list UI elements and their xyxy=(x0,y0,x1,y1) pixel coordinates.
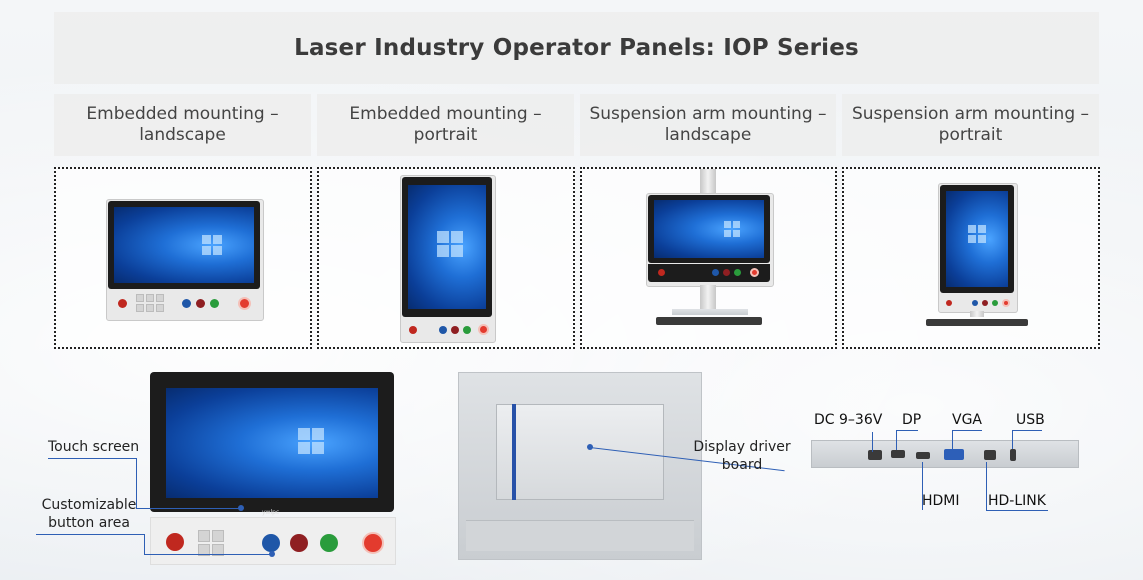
red-button-icon xyxy=(290,534,308,552)
rear-bottom-panel xyxy=(466,520,694,551)
callout-button-area: Customizable button area xyxy=(41,497,137,531)
column-header-arm-landscape: Suspension arm mounting – landscape xyxy=(580,94,836,156)
label-hd-link: HD-LINK xyxy=(988,493,1046,509)
hdmi-port-icon xyxy=(916,452,930,459)
callout-line xyxy=(896,430,918,431)
windows-logo-icon xyxy=(968,225,986,243)
callout-line xyxy=(136,458,137,508)
arm-pole xyxy=(700,169,716,195)
blue-stripe xyxy=(512,404,516,500)
title-bar: Laser Industry Operator Panels: IOP Seri… xyxy=(54,12,1099,84)
keyboard-icon xyxy=(926,319,1028,326)
column-header-arm-portrait: Suspension arm mounting – portrait xyxy=(842,94,1099,156)
callout-line xyxy=(144,534,145,554)
windows-logo-icon xyxy=(298,428,324,454)
key-icon xyxy=(136,304,144,312)
key-icon xyxy=(212,544,224,556)
key-icon xyxy=(146,294,154,302)
brand-logo: ywlpc xyxy=(262,509,280,516)
button-strip xyxy=(648,264,770,282)
emergency-stop-icon xyxy=(478,324,489,335)
red-button-icon xyxy=(658,269,665,276)
image-embedded-landscape xyxy=(54,167,312,349)
label-dp: DP xyxy=(902,412,922,428)
keyboard-icon xyxy=(656,317,762,325)
windows-logo-icon xyxy=(724,221,740,237)
red-button-icon xyxy=(196,299,205,308)
green-button-icon xyxy=(210,299,219,308)
blue-button-icon xyxy=(182,299,191,308)
callout-line xyxy=(872,432,873,452)
arm-pole xyxy=(700,285,716,309)
key-icon xyxy=(136,294,144,302)
emergency-stop-icon xyxy=(362,532,384,554)
green-button-icon xyxy=(320,534,338,552)
callout-line xyxy=(922,462,923,510)
device-screen xyxy=(946,191,1008,287)
callout-line xyxy=(48,458,136,459)
callout-line xyxy=(986,510,1048,511)
red-button-icon xyxy=(451,326,459,334)
column-header-embedded-landscape: Embedded mounting – landscape xyxy=(54,94,311,156)
blue-button-icon xyxy=(712,269,719,276)
dp-port-icon xyxy=(891,450,905,458)
vga-port-icon xyxy=(944,449,964,460)
callout-line xyxy=(896,430,897,450)
image-arm-portrait xyxy=(842,167,1100,349)
windows-logo-icon xyxy=(437,231,463,257)
red-button-icon xyxy=(723,269,730,276)
callout-line xyxy=(144,554,272,555)
device-screen xyxy=(166,388,378,498)
callout-dot xyxy=(238,505,244,511)
arm-pole xyxy=(970,311,984,317)
label-hdmi: HDMI xyxy=(922,493,960,509)
key-icon xyxy=(198,544,210,556)
keyboard-tray xyxy=(672,309,748,315)
callout-dot xyxy=(269,551,275,557)
red-button-icon xyxy=(166,533,184,551)
callout-line xyxy=(952,430,953,449)
red-button-icon xyxy=(118,299,127,308)
page-title: Laser Industry Operator Panels: IOP Seri… xyxy=(294,35,859,61)
key-icon xyxy=(156,304,164,312)
blue-button-icon xyxy=(439,326,447,334)
emergency-stop-icon xyxy=(1002,299,1010,307)
green-button-icon xyxy=(992,300,998,306)
callout-line xyxy=(952,430,982,431)
key-icon xyxy=(156,294,164,302)
dc-port-icon xyxy=(868,450,882,460)
blue-button-icon xyxy=(972,300,978,306)
emergency-stop-icon xyxy=(750,268,759,277)
hd-link-port-icon xyxy=(984,450,996,460)
blue-button-icon xyxy=(262,534,280,552)
label-usb: USB xyxy=(1016,412,1045,428)
key-icon xyxy=(146,304,154,312)
label-vga: VGA xyxy=(952,412,983,428)
device-screen xyxy=(114,207,254,283)
key-icon xyxy=(212,530,224,542)
callout-line xyxy=(36,534,144,535)
callout-line xyxy=(136,508,241,509)
emergency-stop-icon xyxy=(238,297,251,310)
green-button-icon xyxy=(463,326,471,334)
callout-line xyxy=(1012,430,1042,431)
green-button-icon xyxy=(734,269,741,276)
image-embedded-portrait xyxy=(317,167,575,349)
usb-port-icon xyxy=(1010,449,1016,461)
red-button-icon xyxy=(409,326,417,334)
label-dc: DC 9–36V xyxy=(814,412,883,428)
key-icon xyxy=(198,530,210,542)
callout-driver-board: Display driver board xyxy=(693,439,791,473)
red-button-icon xyxy=(946,300,952,306)
device-screen xyxy=(654,200,764,258)
column-header-embedded-portrait: Embedded mounting – portrait xyxy=(317,94,574,156)
callout-line xyxy=(986,462,987,510)
windows-logo-icon xyxy=(202,235,222,255)
red-button-icon xyxy=(982,300,988,306)
callout-line xyxy=(1012,430,1013,449)
callout-touch-screen: Touch screen xyxy=(48,439,140,455)
image-arm-landscape xyxy=(580,167,837,349)
